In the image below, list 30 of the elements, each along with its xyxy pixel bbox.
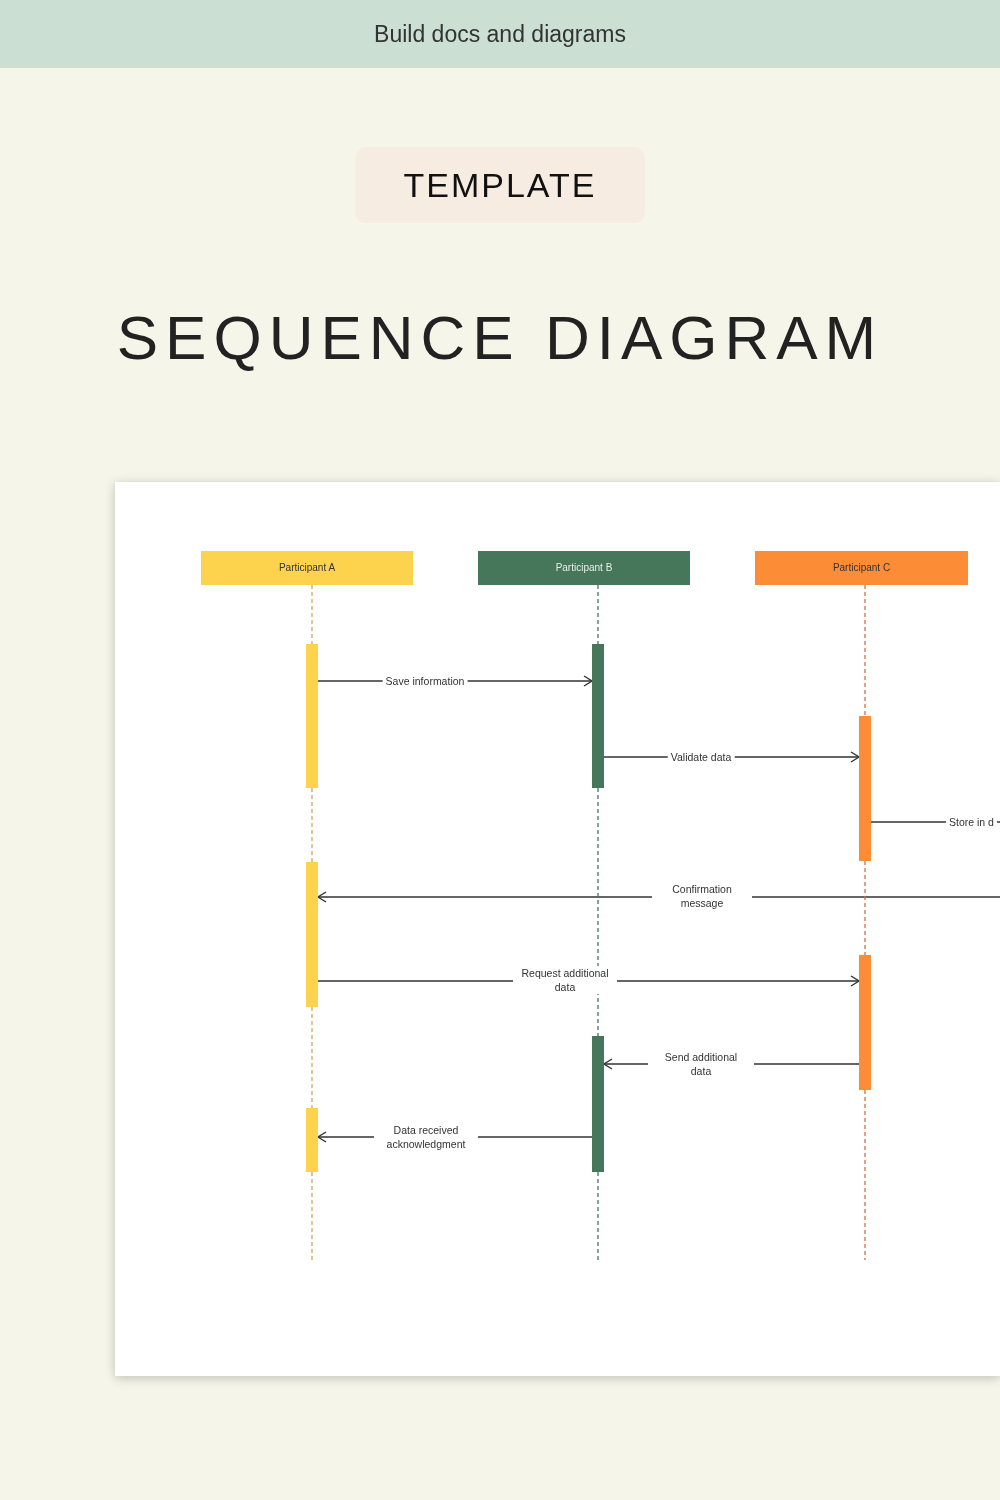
lifeline: [597, 584, 599, 645]
activation-bar: [859, 716, 871, 861]
activation-bar: [592, 644, 604, 788]
lifeline: [864, 860, 866, 956]
lifeline: [597, 1171, 599, 1261]
lifeline: [311, 584, 313, 645]
edge-label: Save information: [382, 674, 468, 688]
lifeline: [311, 1171, 313, 1261]
edge-label: Confirmation message: [652, 882, 752, 910]
activation-bar: [859, 955, 871, 1090]
participant-header: Participant B: [478, 551, 690, 585]
activation-bar: [306, 644, 318, 788]
edge-label: Data received acknowledgment: [374, 1123, 478, 1151]
activation-bar: [306, 862, 318, 1007]
participant-header: Participant C: [755, 551, 968, 585]
lifeline: [311, 1006, 313, 1109]
lifeline: [311, 787, 313, 863]
edge-label: Send additional data: [648, 1050, 754, 1078]
lifeline: [864, 1089, 866, 1261]
activation-bar: [592, 1036, 604, 1172]
edge-label: Request additional data: [513, 966, 617, 994]
page-title: SEQUENCE DIAGRAM: [116, 302, 884, 374]
lifeline: [864, 584, 866, 717]
banner-text: Build docs and diagrams: [374, 20, 626, 48]
participant-header: Participant A: [201, 551, 413, 585]
template-badge: TEMPLATE: [355, 147, 645, 223]
edge-label: Validate data: [667, 750, 735, 764]
lifeline: [597, 787, 599, 1037]
edge-label: Store in d: [946, 815, 997, 829]
activation-bar: [306, 1108, 318, 1172]
